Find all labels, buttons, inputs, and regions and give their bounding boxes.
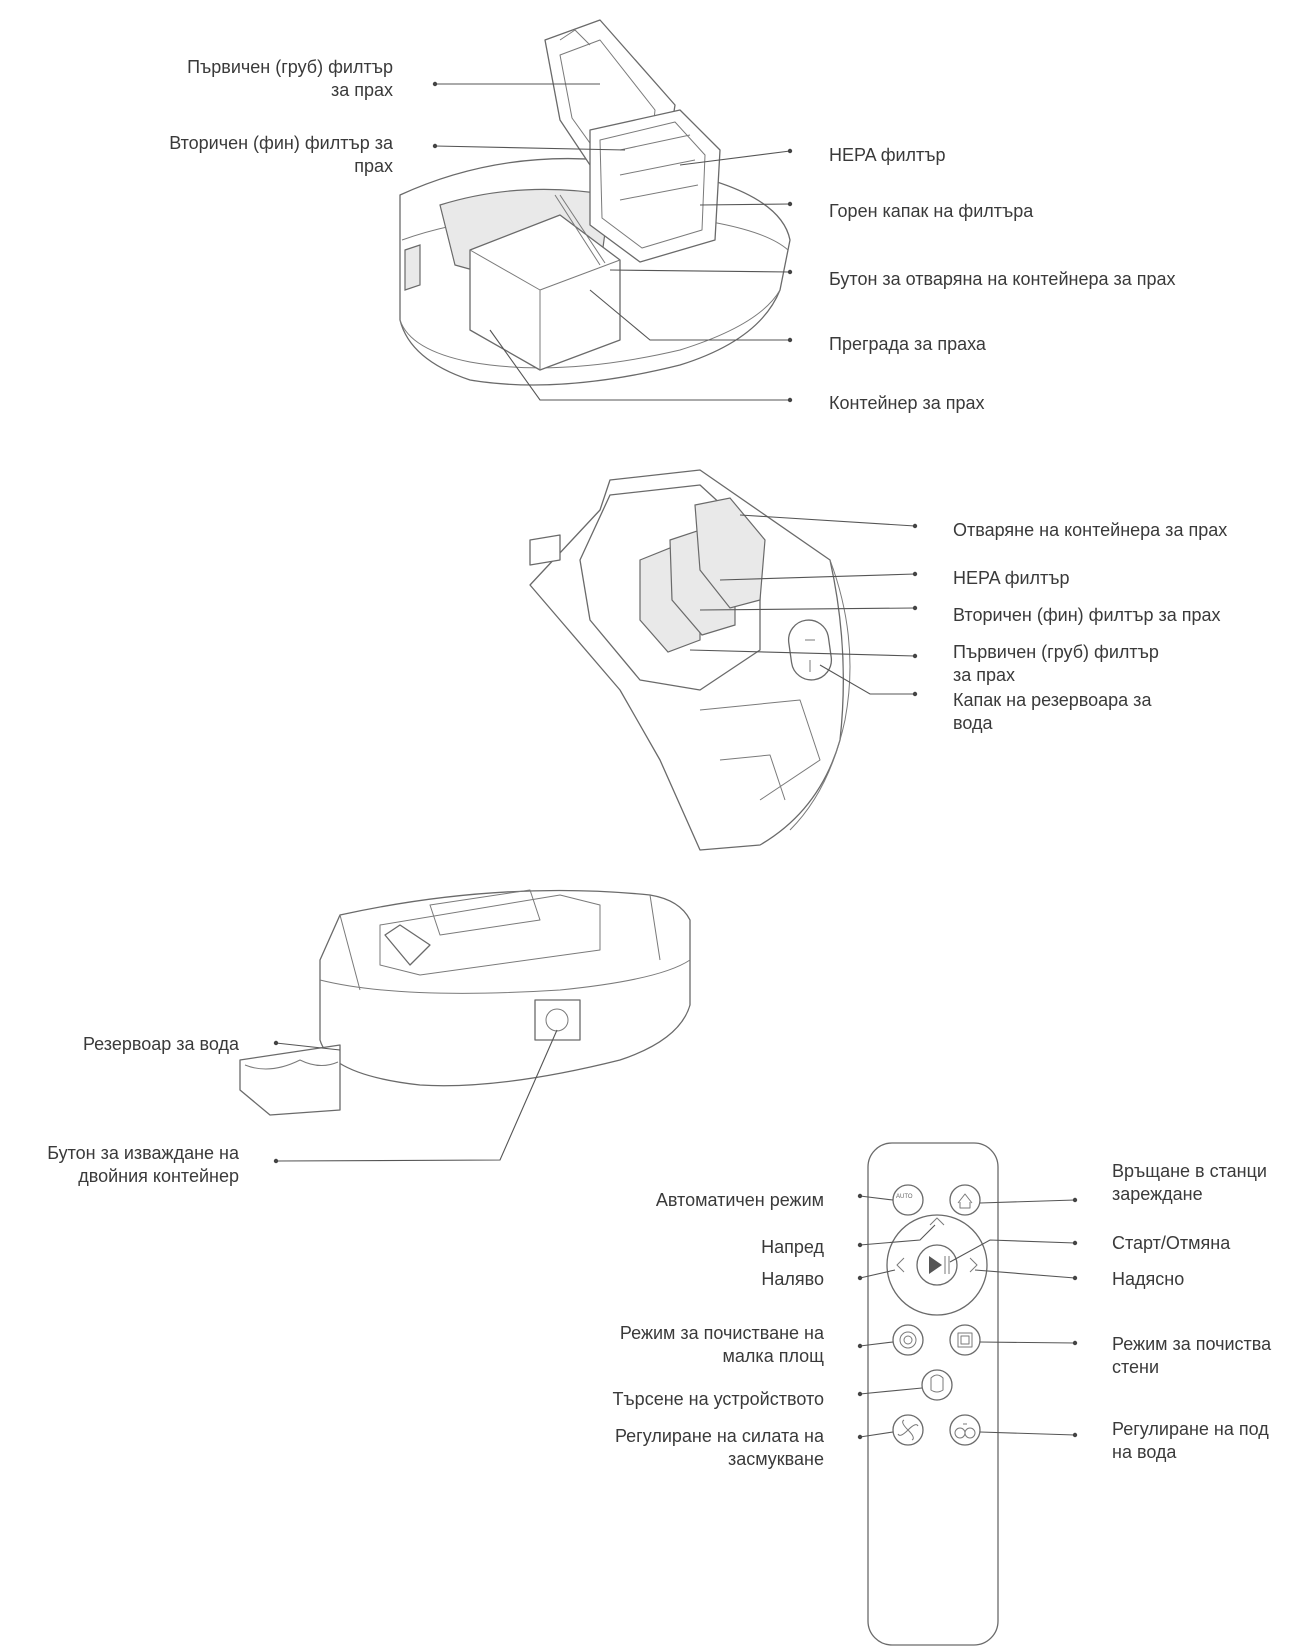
callout-dot (857, 1343, 863, 1349)
callout-dot (432, 81, 438, 87)
callout-line (859, 1224, 936, 1246)
robot-water-tank-illustration (239, 889, 691, 1116)
label-water-tank: Резервоар за вода (82, 1034, 239, 1054)
edge-button (949, 1324, 981, 1356)
callout-line (434, 145, 626, 151)
callout-line (859, 1431, 894, 1438)
callout-dot (787, 337, 793, 343)
label-dust-barrier: Преграда за праха (829, 334, 986, 354)
callout-line (609, 269, 791, 273)
label-hepa-filter-2: HEPA филтър (953, 568, 1070, 588)
label-secondary-filter: Вторичен (фин) филтър за прах (169, 133, 393, 176)
callout-dot (1072, 1197, 1078, 1203)
callout-dot (787, 201, 793, 207)
label-spot-mode: Режим за почистване на малка площ (619, 1323, 824, 1366)
callout-line (859, 1387, 923, 1395)
label-hepa-filter: HEPA филтър (829, 145, 946, 165)
callout-dot (273, 1040, 279, 1046)
callout-dot (857, 1193, 863, 1199)
callout-dot (912, 605, 918, 611)
label-return-to-dock: Връщане в станци зареждане (1112, 1161, 1267, 1204)
callout-line (679, 150, 791, 166)
remote-control-illustration (867, 1142, 999, 1646)
callout-dot (912, 523, 918, 529)
label-suction-power: Регулиране на силата на засмукване (614, 1426, 824, 1469)
callout-line (859, 1341, 894, 1347)
label-auto-mode: Автоматичен режим (655, 1190, 824, 1210)
callout-line (859, 1269, 896, 1279)
label-container-open-button: Бутон за отваряна на контейнера за прах (829, 269, 1176, 289)
callout-lines (273, 81, 1078, 1440)
label-water-tank-cap: Капак на резервоара за вода (953, 690, 1152, 733)
callout-dot (787, 148, 793, 154)
callout-line (974, 1269, 1076, 1279)
robot-top-illustration (529, 469, 851, 851)
callout-line (275, 1042, 341, 1051)
callout-dot (857, 1242, 863, 1248)
water-button (949, 1414, 981, 1446)
label-filter-top-cover: Горен капак на филтъра (829, 201, 1034, 221)
callout-dot (857, 1434, 863, 1440)
callout-line (859, 1195, 894, 1201)
callout-line (979, 1199, 1076, 1204)
callout-line (275, 1029, 558, 1162)
label-secondary-filter-2: Вторичен (фин) филтър за прах (953, 605, 1221, 625)
callout-dot (1072, 1340, 1078, 1346)
callout-dot (787, 397, 793, 403)
label-dust-container: Контейнер за прах (829, 393, 985, 413)
callout-line (719, 573, 916, 581)
label-water-flow: Регулиране на под на вода (1112, 1419, 1269, 1462)
callout-line (689, 649, 916, 657)
callout-dot (912, 571, 918, 577)
callout-line (589, 289, 790, 341)
callout-dot (273, 1158, 279, 1164)
label-left: Наляво (761, 1269, 824, 1289)
callout-dot (912, 691, 918, 697)
label-primary-filter: Първичен (груб) филтър за прах (187, 57, 393, 100)
callout-dot (1072, 1240, 1078, 1246)
callout-line (819, 664, 915, 695)
label-find-device: Търсене на устройството (612, 1389, 824, 1409)
callout-dot (1072, 1275, 1078, 1281)
spot-button (892, 1324, 924, 1356)
callout-dot (787, 269, 793, 275)
label-edge-mode: Режим за почиства стени (1112, 1334, 1272, 1377)
label-open-container: Отваряне на контейнера за прах (953, 520, 1228, 540)
callout-dot (432, 143, 438, 149)
callout-line (699, 203, 791, 206)
label-right: Надясно (1112, 1269, 1185, 1289)
callout-line (979, 1431, 1076, 1436)
callout-line (739, 514, 916, 527)
label-dual-container-release: Бутон за изваждане на двойния контейнер (47, 1143, 239, 1186)
robot-dust-container-illustration (399, 19, 791, 386)
label-start-cancel: Старт/Отмяна (1112, 1233, 1231, 1253)
callout-line (949, 1239, 1076, 1263)
callout-dot (912, 653, 918, 659)
callout-line (489, 329, 790, 401)
callout-dot (857, 1391, 863, 1397)
callout-line (699, 607, 916, 611)
callout-dot (1072, 1432, 1078, 1438)
label-forward: Напред (761, 1237, 824, 1257)
label-primary-filter-2: Първичен (груб) филтър за прах (953, 642, 1159, 685)
auto-button-text: AUTO (896, 1194, 913, 1200)
find-button (921, 1369, 953, 1401)
home-button (949, 1184, 981, 1216)
callout-line (979, 1341, 1076, 1344)
callout-dot (857, 1275, 863, 1281)
